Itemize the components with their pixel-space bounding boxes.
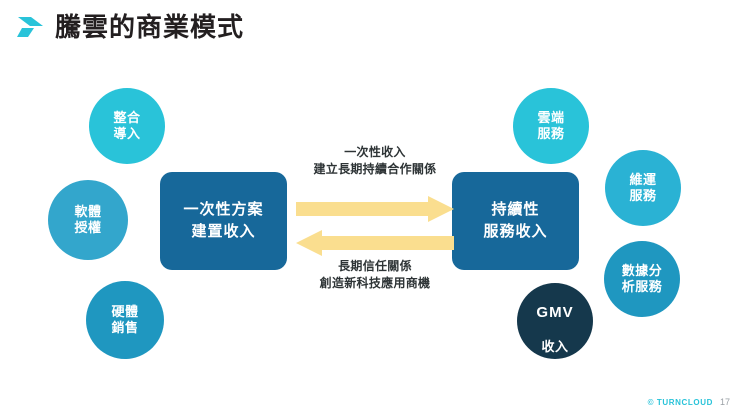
bubble-cloud-service: 雲端 服務: [513, 88, 589, 164]
box-recurring-revenue-label: 持續性 服務收入: [483, 201, 548, 240]
arrow-right-icon: [296, 196, 454, 222]
bubble-maintenance-service-label: 維運 服務: [629, 171, 657, 203]
caption-forward-flow: 一次性收入 建立長期持續合作關係: [313, 145, 437, 177]
box-onetime-revenue-label: 一次性方案 建置收入: [183, 201, 264, 240]
chevron-right-icon: [17, 15, 47, 39]
slide-footer: © TURNCLOUD 17: [648, 397, 730, 407]
arrow-left-icon: [296, 230, 454, 256]
box-recurring-revenue: 持續性 服務收入: [452, 172, 579, 270]
bubble-integration-label: 整合 導入: [113, 109, 141, 141]
bubble-maintenance-service: 維運 服務: [605, 150, 681, 226]
footer-page-number: 17: [719, 397, 730, 407]
bubble-cloud-service-label: 雲端 服務: [537, 109, 565, 141]
bubble-hardware-sales: 硬體 銷售: [86, 281, 164, 359]
bubble-data-analytics-service-label: 數據分 析服務: [621, 262, 663, 294]
box-onetime-revenue: 一次性方案 建置收入: [160, 172, 287, 270]
page-title: 騰雲的商業模式: [55, 12, 245, 42]
bubble-software-license: 軟體 授權: [48, 180, 128, 260]
bubble-software-license-label: 軟體 授權: [74, 203, 102, 235]
footer-brand: © TURNCLOUD: [647, 397, 713, 407]
bubble-data-analytics-service: 數據分 析服務: [604, 241, 680, 317]
bubble-integration: 整合 導入: [89, 88, 165, 164]
bubble-hardware-sales-label: 硬體 銷售: [111, 303, 139, 335]
bubble-gmv-revenue-label-bottom: 收入: [541, 338, 569, 354]
slide-header: 騰雲的商業模式: [0, 0, 740, 56]
bubble-gmv-revenue-label-top: GMV: [536, 303, 574, 321]
caption-back-flow: 長期信任關係 創造新科技應用商機: [319, 259, 431, 291]
bubble-gmv-revenue: GMV 收入: [517, 283, 593, 359]
